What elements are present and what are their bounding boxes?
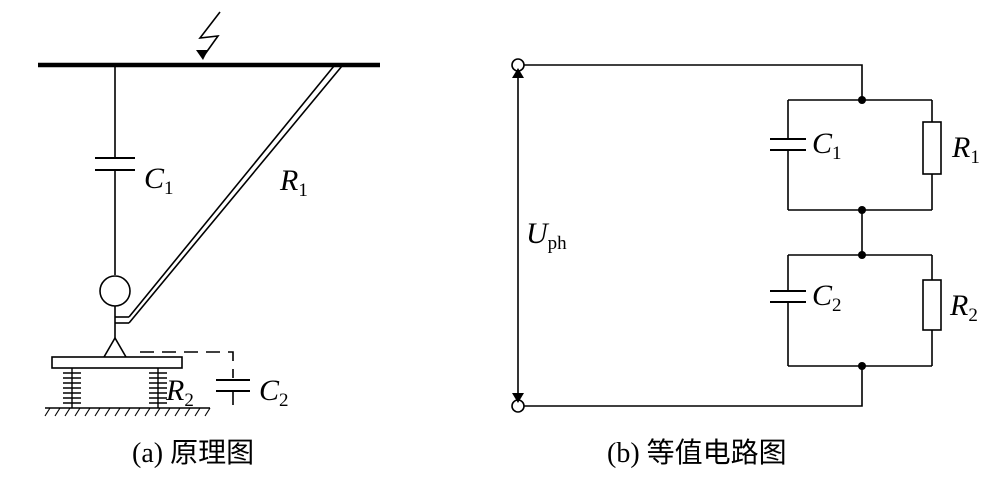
terminal-top — [511, 58, 525, 72]
terminal-bottom — [511, 399, 525, 413]
junction-dots — [858, 96, 866, 370]
lightning-icon — [198, 11, 221, 58]
junction-dot — [858, 251, 866, 259]
junction-dot — [858, 96, 866, 104]
ground-hatch — [44, 407, 211, 417]
equivalent-circuit — [511, 58, 942, 413]
label-r1-right: R1 — [951, 131, 980, 168]
insulating-platform — [51, 356, 183, 369]
wire-bottom — [524, 366, 863, 407]
label-uph: Uph — [526, 217, 567, 254]
caption-left: (a) 原理图 — [132, 438, 254, 469]
resistor-r1-wire-a — [128, 65, 335, 318]
person-head-icon — [99, 275, 131, 307]
label-c1-right: C1 — [812, 127, 842, 164]
resistor-r2-box — [922, 279, 942, 331]
junction-dot — [858, 206, 866, 214]
principle-diagram — [38, 11, 380, 417]
label-c1-left: C1 — [144, 162, 174, 199]
wire-top — [524, 64, 863, 100]
platform-support-left — [63, 368, 81, 408]
platform-support-right — [149, 368, 167, 408]
label-r2-right: R2 — [949, 289, 978, 326]
resistor-r1-wire-b — [128, 65, 343, 324]
label-r2-left: R2 — [165, 374, 194, 411]
resistor-r1-box — [922, 121, 942, 175]
capacitor-c2-dashed-wire — [140, 351, 234, 378]
label-c2-right: C2 — [812, 279, 842, 316]
label-c2-left: C2 — [259, 374, 289, 411]
label-r1-left: R1 — [279, 164, 308, 201]
junction-dot — [858, 362, 866, 370]
caption-right: (b) 等值电路图 — [607, 437, 787, 469]
person-legs — [103, 336, 127, 358]
